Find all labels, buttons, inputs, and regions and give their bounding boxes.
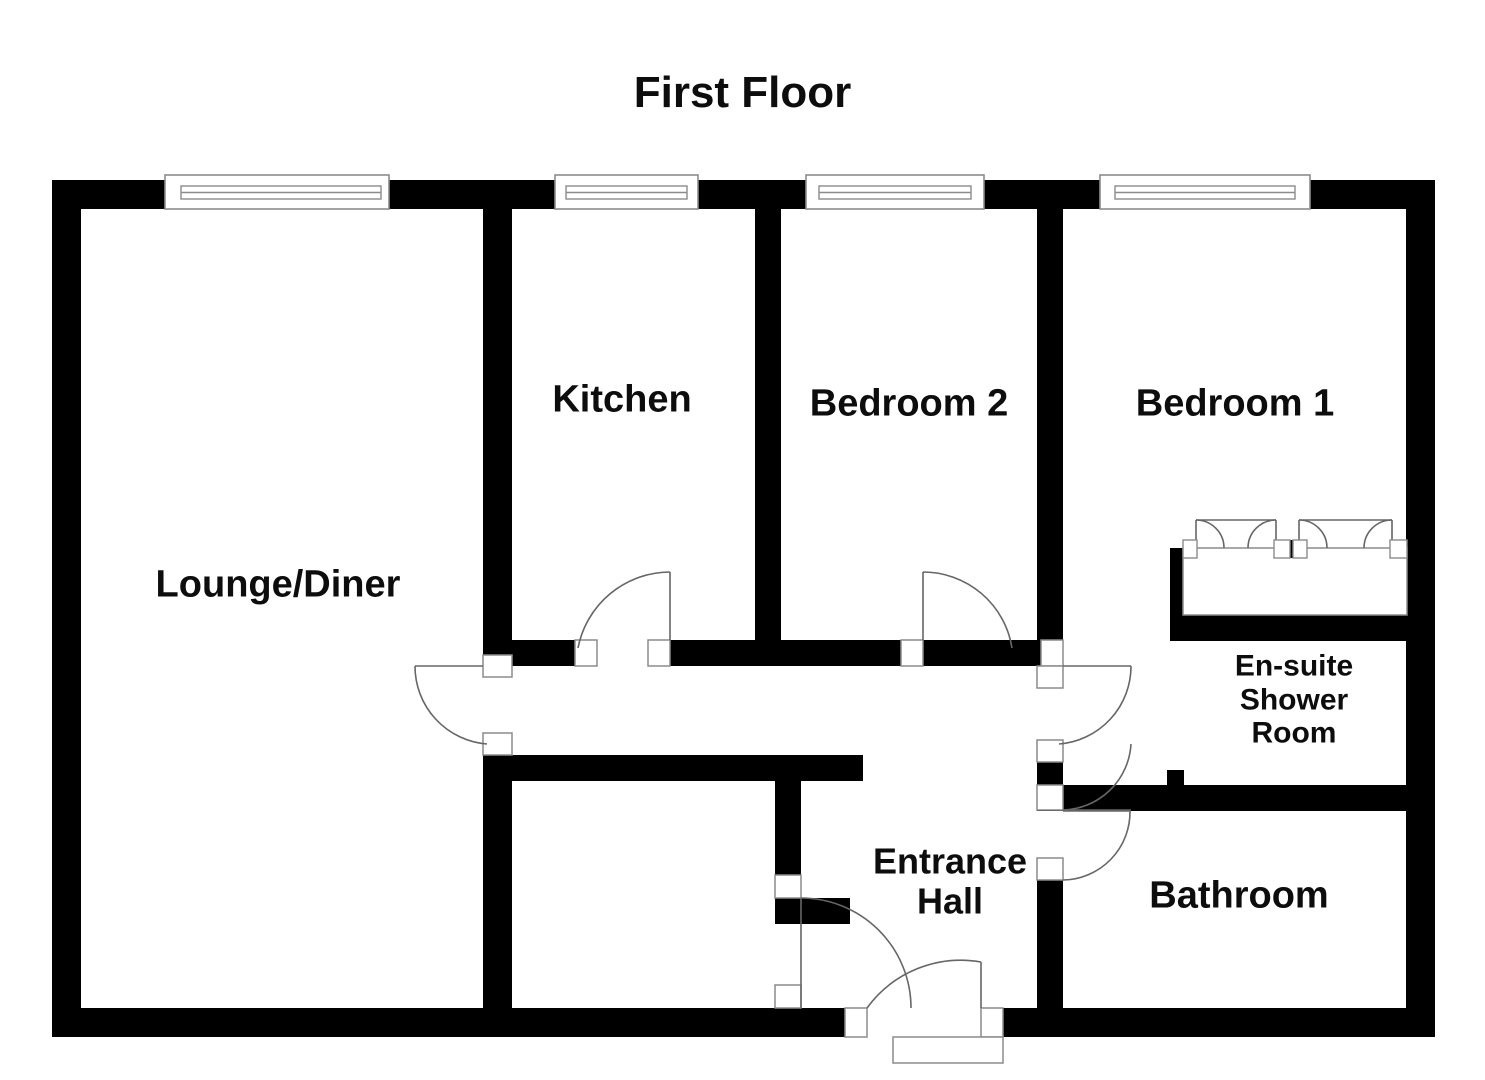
jamb-lounge-bottom <box>482 732 513 756</box>
wall-store-horizontal <box>775 898 850 924</box>
wall-ensuite-bathroom-b <box>1184 785 1407 811</box>
wall-exterior-bottom-b <box>765 1008 845 1037</box>
window-lounge <box>164 174 390 210</box>
wall-exterior-bottom-c <box>1003 1008 1435 1037</box>
jamb-lounge-top <box>482 654 513 678</box>
jamb-bedroom2-right <box>1040 639 1064 667</box>
page-title: First Floor <box>633 68 852 117</box>
door-kitchen <box>577 571 671 649</box>
jamb-bedroom2-left <box>900 639 924 667</box>
wall-exterior-top-b <box>389 180 555 209</box>
jamb-entrance-left <box>844 1007 868 1038</box>
jamb-bedroom1-top <box>1036 665 1064 689</box>
door-bedroom-2 <box>922 571 1013 649</box>
wall-ensuite-nib <box>1167 770 1184 811</box>
window-bedroom-1 <box>1099 174 1311 210</box>
wall-lounge-kitchen <box>483 180 512 655</box>
window-kitchen <box>554 174 699 210</box>
jamb-store-bottom <box>774 984 802 1009</box>
door-store-cupboard <box>800 897 912 1009</box>
jamb-store-top <box>774 874 802 899</box>
wall-bedroom1-ensuite <box>1170 615 1407 641</box>
wardrobe-bedroom-1 <box>1182 519 1408 616</box>
wall-kitchen-bedroom2 <box>755 180 781 640</box>
door-openings-group <box>482 639 1064 1064</box>
door-swings-group <box>414 571 1132 1009</box>
door-lounge-diner <box>414 665 488 745</box>
wall-exterior-right <box>1406 180 1435 1037</box>
wall-kitchen-bottom-b <box>670 640 923 666</box>
wall-lounge-hall <box>483 755 512 1037</box>
wall-hall-store-top <box>483 755 863 781</box>
window-bedroom-2 <box>805 174 985 210</box>
wall-bedroom2-bottom <box>923 640 1063 666</box>
jamb-ensuite-top <box>1036 784 1064 811</box>
jamb-bedroom1-bottom <box>1036 739 1064 763</box>
wall-exterior-top-c <box>698 180 806 209</box>
jamb-ensuite-bottom <box>1036 857 1064 881</box>
door-entrance <box>866 959 982 1009</box>
walls-group <box>52 180 1435 1037</box>
door-bathroom <box>1062 810 1131 881</box>
jamb-kitchen-left <box>574 639 598 667</box>
wall-exterior-bottom-a <box>52 1008 765 1037</box>
jamb-entrance-right <box>980 1007 1004 1038</box>
door-en-suite <box>1062 743 1132 811</box>
wall-bedroom2-bedroom1 <box>1037 180 1063 640</box>
jamb-kitchen-right <box>647 639 671 667</box>
wall-exterior-left <box>52 180 81 1037</box>
door-bedroom-1 <box>1058 665 1132 745</box>
entrance-step <box>892 1036 1004 1064</box>
windows-group <box>164 174 1311 210</box>
wall-hall-bathroom <box>1037 880 1063 1020</box>
